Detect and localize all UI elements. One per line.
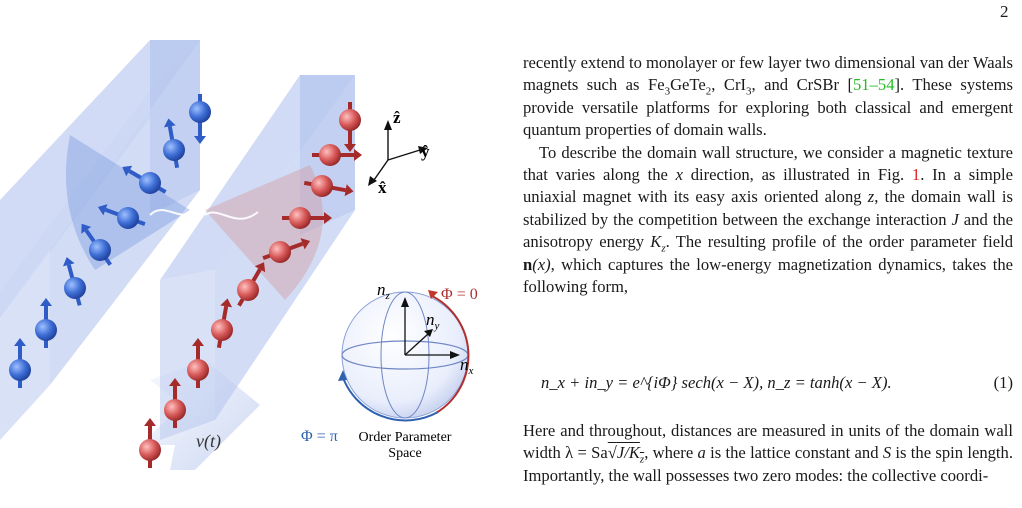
equation-body: n_x + in_y = e^{iΦ} sech(x − X), n_z = t… bbox=[541, 373, 892, 392]
red-spin-2 bbox=[187, 338, 209, 388]
n-z-label: nz bbox=[377, 280, 391, 302]
red-spin-6 bbox=[282, 207, 332, 229]
red-spin-3 bbox=[211, 298, 233, 349]
page-number: 2 bbox=[1000, 2, 1009, 21]
blue-spin-0 bbox=[9, 338, 31, 388]
blue-spin-5 bbox=[122, 165, 167, 194]
n-x-label: nx bbox=[460, 355, 474, 377]
red-spin-1 bbox=[164, 378, 186, 428]
z-axis-label: ẑ bbox=[393, 108, 401, 127]
phi-pi-label: Φ = π bbox=[301, 428, 338, 445]
body-text-bottom: Here and throughout, distances are measu… bbox=[523, 420, 1013, 487]
red-spin-5 bbox=[262, 238, 311, 263]
red-spin-8 bbox=[312, 144, 362, 166]
red-spin-chain bbox=[139, 102, 362, 468]
n-y-label: ny bbox=[426, 310, 440, 332]
red-spin-0 bbox=[139, 418, 161, 468]
sphere-caption-line1: Order Parameter bbox=[359, 430, 452, 445]
blue-spin-4 bbox=[97, 204, 146, 229]
paragraph-2: To describe the domain wall structure, w… bbox=[523, 142, 1013, 297]
blue-spin-1 bbox=[35, 298, 57, 348]
paragraph-3: Here and throughout, distances are measu… bbox=[523, 421, 1013, 485]
precession-cone-blue bbox=[65, 135, 190, 270]
y-axis-label: ŷ bbox=[421, 142, 430, 161]
velocity-label: v(t) bbox=[196, 431, 221, 452]
blue-spin-6 bbox=[163, 118, 185, 169]
blue-spin-2 bbox=[62, 257, 86, 306]
domain-wall-figure: v(t) ẑ ŷ x̂ nz ny nx Φ = 0 Φ = π Order P… bbox=[0, 40, 478, 470]
blue-spin-7 bbox=[189, 94, 211, 144]
coordinate-axes bbox=[368, 120, 428, 186]
body-text-top: recently extend to monolayer or few laye… bbox=[523, 52, 1013, 298]
phi-zero-label: Φ = 0 bbox=[441, 286, 478, 303]
x-axis-label: x̂ bbox=[378, 178, 387, 197]
figure-reference-link[interactable]: 1 bbox=[911, 165, 921, 185]
red-spin-7 bbox=[303, 175, 354, 197]
citation-link[interactable]: 51–54 bbox=[853, 75, 895, 95]
order-parameter-sphere bbox=[338, 290, 470, 422]
precession-cone-red bbox=[205, 165, 323, 300]
red-spin-4 bbox=[237, 262, 266, 307]
paragraph-1: recently extend to monolayer or few laye… bbox=[523, 53, 1014, 140]
equation-number: (1) bbox=[993, 373, 1013, 392]
velocity-arrow: v(t) bbox=[140, 360, 260, 470]
blue-spin-3 bbox=[81, 223, 112, 266]
blue-spin-chain bbox=[9, 94, 211, 388]
red-spin-9 bbox=[339, 102, 361, 152]
sphere-caption-line2: Space bbox=[388, 446, 421, 461]
